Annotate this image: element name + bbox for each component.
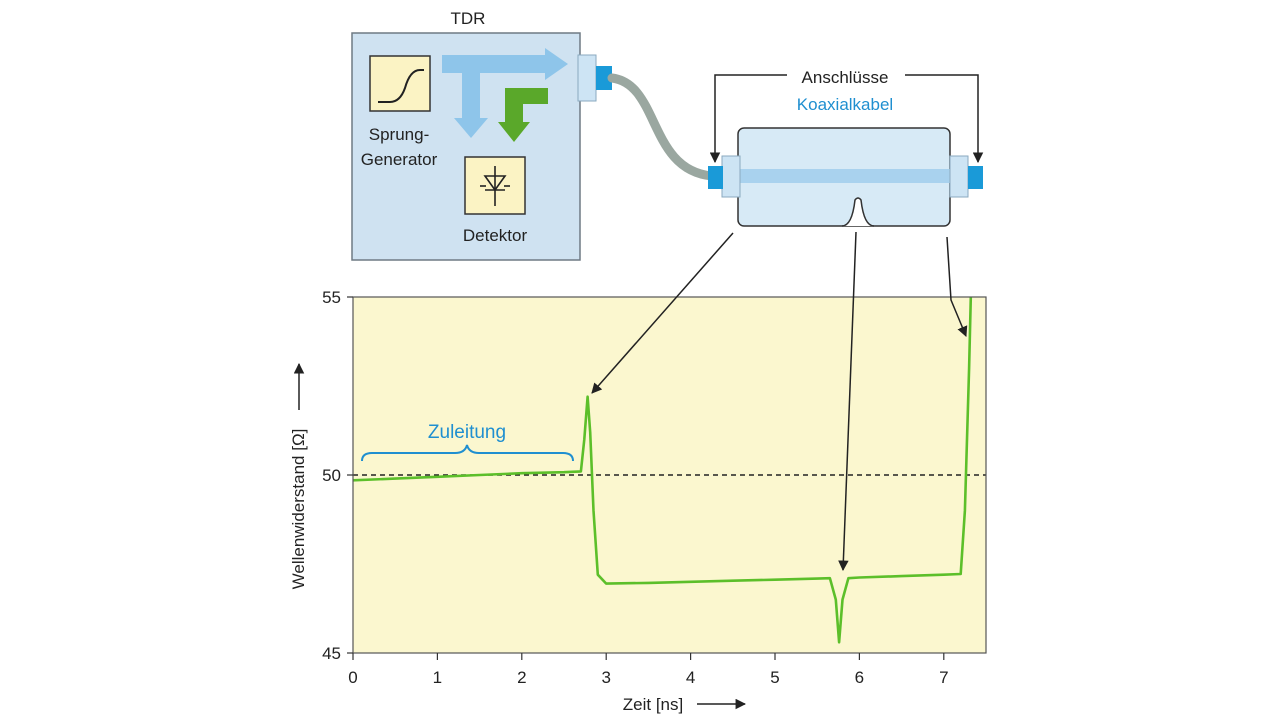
tdr-connector-body — [577, 54, 597, 102]
fault-start-arrow — [591, 232, 734, 394]
series-group — [352, 296, 973, 644]
step-symbol-icon — [378, 69, 424, 103]
cable-label: Koaxialkabel — [797, 95, 893, 114]
y-tick-label: 50 — [322, 466, 341, 485]
tdr-title: TDR — [451, 9, 486, 28]
x-tick-label: 2 — [517, 668, 526, 687]
tdr-connector — [596, 66, 612, 90]
x-tick-label: 4 — [686, 668, 695, 687]
signal-down-arrow-icon — [454, 73, 488, 138]
x-tick-label: 1 — [433, 668, 442, 687]
x-tick-label: 7 — [939, 668, 948, 687]
y-axis-label: Wellenwiderstand [Ω] — [289, 429, 308, 590]
cable-end-arrow — [946, 236, 968, 337]
detector-label: Detektor — [463, 226, 528, 245]
left-cable-sleeve — [721, 155, 741, 198]
left-connector — [708, 166, 723, 189]
left-connection-arrow — [709, 74, 787, 164]
signal-out-arrow-icon — [442, 48, 568, 80]
y-tick-label: 45 — [322, 644, 341, 663]
coax-inner-conductor — [725, 169, 965, 183]
reflection-arrow-icon — [498, 88, 548, 142]
right-connection-arrow — [905, 74, 984, 164]
connections-label: Anschlüsse — [802, 68, 889, 87]
diode-icon — [480, 166, 510, 206]
generator-label-1: Sprung- — [369, 125, 429, 144]
zuleitung-brace — [361, 444, 574, 462]
x-tick-label: 6 — [855, 668, 864, 687]
fault-dip-arrow — [838, 231, 857, 572]
right-cable-sleeve — [949, 155, 969, 198]
right-connector — [968, 166, 983, 189]
y-tick-label: 55 — [322, 288, 341, 307]
generator-label-2: Generator — [361, 150, 438, 169]
impedance-curve — [352, 296, 973, 644]
x-tick-label: 3 — [601, 668, 610, 687]
x-tick-label: 0 — [348, 668, 357, 687]
cable-fault-bump — [841, 197, 875, 227]
feed-cable — [607, 73, 717, 181]
zuleitung-label: Zuleitung — [428, 422, 506, 443]
x-tick-label: 5 — [770, 668, 779, 687]
x-axis-label: Zeit [ns] — [623, 695, 683, 714]
